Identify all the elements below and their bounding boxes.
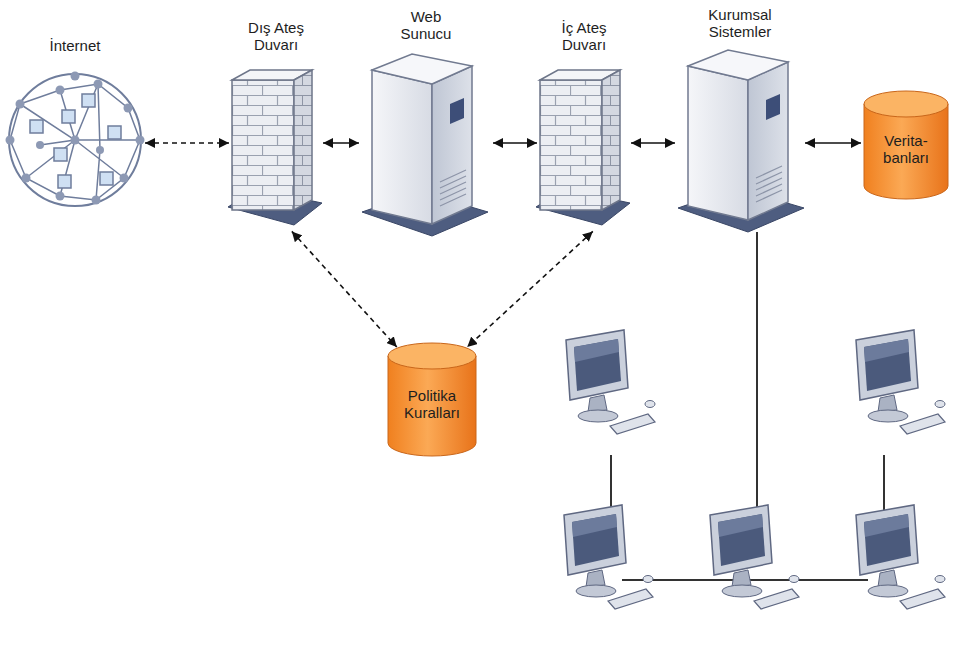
- firewall-node: İç Ateş Duvarı: [540, 65, 628, 225]
- node-heading: İç Ateş Duvarı: [544, 19, 624, 53]
- workstation-icon: [566, 330, 655, 434]
- server-icon: [362, 54, 488, 236]
- dashed-connector: [467, 231, 593, 347]
- workstation-icon: [856, 505, 945, 609]
- connector: [323, 142, 359, 144]
- workstation-icon: [710, 505, 799, 609]
- node-label: Dış Ateş Duvarı: [233, 19, 319, 53]
- database-node: Politika Kuralları: [388, 340, 476, 458]
- node-heading: İnternet: [25, 37, 125, 54]
- node-label: İnternet: [25, 37, 125, 54]
- firewall-icon: [228, 70, 322, 225]
- connector: [493, 142, 537, 144]
- node-label: Politika Kuralları: [392, 387, 472, 421]
- node-label: İç Ateş Duvarı: [544, 19, 624, 53]
- connector: [631, 142, 675, 144]
- server-node: Kurumsal Sistemler: [678, 48, 802, 233]
- database-cylinder: [864, 91, 948, 199]
- dashed-connector: [292, 231, 397, 347]
- database-cylinder: [388, 343, 476, 456]
- workstation-icon: [856, 330, 945, 434]
- node-heading: Kurumsal Sistemler: [694, 6, 786, 40]
- firewall-icon: [536, 70, 630, 225]
- internet-globe: [6, 72, 145, 207]
- node-body: Verita- banları: [864, 88, 948, 200]
- node-label: Kurumsal Sistemler: [694, 6, 786, 40]
- node-heading: Dış Ateş Duvarı: [233, 19, 319, 53]
- node-label: Web Sunucu: [390, 8, 462, 42]
- database-node: Verita- banları: [864, 88, 948, 200]
- connector: [805, 142, 861, 144]
- firewall-node: Dış Ateş Duvarı: [232, 65, 320, 225]
- node-heading: Web Sunucu: [390, 8, 462, 42]
- workstation-icon: [564, 505, 653, 609]
- node-body: Politika Kuralları: [388, 340, 476, 458]
- server-node: Web Sunucu: [362, 52, 490, 237]
- internet-node: İnternet: [8, 72, 142, 208]
- server-icon: [678, 50, 804, 232]
- dashed-connector: [145, 142, 229, 144]
- node-label: Verita- banları: [868, 132, 944, 166]
